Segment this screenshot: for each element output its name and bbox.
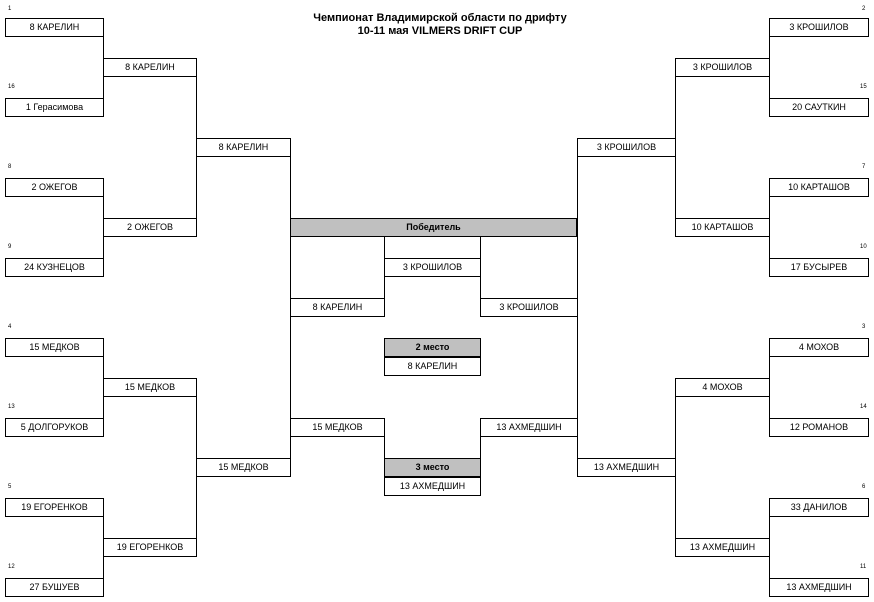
left-r1-slot-7: 19 ЕГОРЕНКОВ — [5, 498, 104, 517]
right-r1-slot-1: 3 КРОШИЛОВ — [769, 18, 869, 37]
right-r2-slot-3: 4 МОХОВ — [675, 378, 770, 397]
right-r3-slot-1: 3 КРОШИЛОВ — [577, 138, 676, 157]
left-r2-slot-4: 19 ЕГОРЕНКОВ — [103, 538, 197, 557]
seed-number: 12 — [8, 564, 15, 570]
seed-number: 15 — [860, 84, 867, 90]
right-r2-slot-4: 13 АХМЕДШИН — [675, 538, 770, 557]
left-r2-slot-2: 2 ОЖЕГОВ — [103, 218, 197, 237]
right-r2-slot-1: 3 КРОШИЛОВ — [675, 58, 770, 77]
left-semi-slot-2: 15 МЕДКОВ — [290, 418, 385, 437]
right-r1-slot-2: 20 САУТКИН — [769, 98, 869, 117]
seed-number: 11 — [860, 564, 867, 570]
left-r1-slot-2: 1 Герасимова — [5, 98, 104, 117]
winner-header: Победитель — [290, 218, 577, 237]
seed-number: 14 — [860, 404, 867, 410]
second-place-name: 8 КАРЕЛИН — [384, 357, 481, 376]
right-semi-slot-2: 13 АХМЕДШИН — [480, 418, 578, 437]
left-r1-slot-8: 27 БУШУЕВ — [5, 578, 104, 597]
left-r2-slot-3: 15 МЕДКОВ — [103, 378, 197, 397]
seed-number: 16 — [8, 84, 15, 90]
right-semi-slot-1: 3 КРОШИЛОВ — [480, 298, 578, 317]
right-r3-slot-2: 13 АХМЕДШИН — [577, 458, 676, 477]
winner-name: 3 КРОШИЛОВ — [384, 258, 481, 277]
left-r1-slot-3: 2 ОЖЕГОВ — [5, 178, 104, 197]
left-r1-slot-4: 24 КУЗНЕЦОВ — [5, 258, 104, 277]
right-r1-slot-6: 12 РОМАНОВ — [769, 418, 869, 437]
title-line-2: 10-11 мая VILMERS DRIFT CUP — [357, 25, 523, 37]
seed-number: 6 — [862, 484, 866, 490]
left-r1-slot-6: 5 ДОЛГОРУКОВ — [5, 418, 104, 437]
seed-number: 1 — [8, 6, 12, 12]
right-r1-slot-5: 4 МОХОВ — [769, 338, 869, 357]
left-r1-slot-1: 8 КАРЕЛИН — [5, 18, 104, 37]
bracket-title: Чемпионат Владимирской области по дрифту… — [300, 12, 580, 38]
right-r1-slot-7: 33 ДАНИЛОВ — [769, 498, 869, 517]
title-line-1: Чемпионат Владимирской области по дрифту — [313, 12, 567, 24]
right-r1-slot-3: 10 КАРТАШОВ — [769, 178, 869, 197]
seed-number: 3 — [862, 324, 866, 330]
seed-number: 9 — [8, 244, 12, 250]
seed-number: 10 — [860, 244, 867, 250]
left-r3-slot-2: 15 МЕДКОВ — [196, 458, 291, 477]
second-place-header: 2 место — [384, 338, 481, 357]
seed-number: 4 — [8, 324, 12, 330]
left-semi-slot-1: 8 КАРЕЛИН — [290, 298, 385, 317]
right-r2-slot-2: 10 КАРТАШОВ — [675, 218, 770, 237]
left-r2-slot-1: 8 КАРЕЛИН — [103, 58, 197, 77]
third-place-name: 13 АХМЕДШИН — [384, 477, 481, 496]
third-place-header: 3 место — [384, 458, 481, 477]
seed-number: 7 — [862, 164, 866, 170]
right-r1-slot-4: 17 БУСЫРЕВ — [769, 258, 869, 277]
right-r1-slot-8: 13 АХМЕДШИН — [769, 578, 869, 597]
seed-number: 5 — [8, 484, 12, 490]
seed-number: 13 — [8, 404, 15, 410]
left-r1-slot-5: 15 МЕДКОВ — [5, 338, 104, 357]
left-r3-slot-1: 8 КАРЕЛИН — [196, 138, 291, 157]
seed-number: 8 — [8, 164, 12, 170]
seed-number: 2 — [862, 6, 866, 12]
